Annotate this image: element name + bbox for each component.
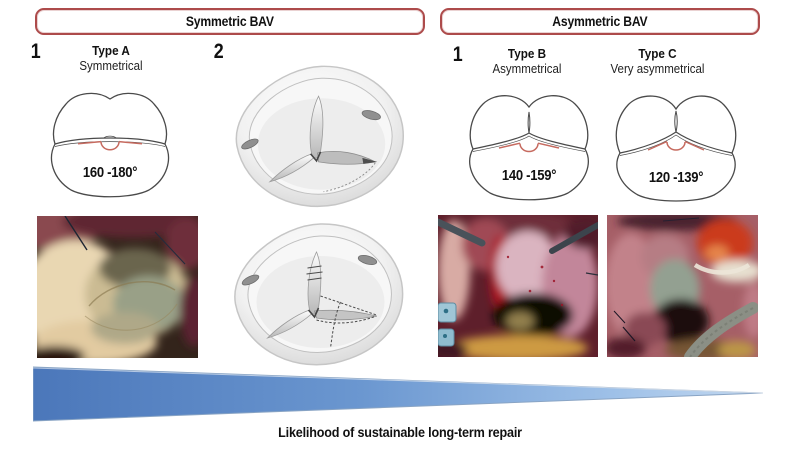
cannula-device xyxy=(438,302,457,347)
asymmetric-panel-1-number: 1 xyxy=(452,43,463,66)
type-a-angle: 160 -180° xyxy=(82,165,138,181)
valve-3d-drawing-top xyxy=(235,65,404,208)
photo-type-c xyxy=(607,215,758,357)
likelihood-gradient-arrow xyxy=(33,366,763,422)
raphe-spike xyxy=(674,110,678,133)
leaflet-ridge-left xyxy=(268,153,315,183)
coronary-ostium-left xyxy=(241,138,259,150)
header-symmetric-bav: Symmetric BAV xyxy=(35,8,425,35)
type-c-label: Type C Very asymmetrical xyxy=(590,46,725,77)
valve-3d-drawing-bottom-sutured xyxy=(234,223,404,366)
type-b-subtitle: Asymmetrical xyxy=(492,62,562,76)
type-a-title: Type A xyxy=(92,43,130,58)
valve-outline xyxy=(615,95,737,202)
type-a-subtitle: Symmetrical xyxy=(79,59,143,73)
valve-schematic-type-a xyxy=(50,92,170,198)
figure-caption: Likelihood of sustainable long-term repa… xyxy=(278,424,522,440)
commissural-angle-marker xyxy=(647,140,705,151)
retractor-instrument xyxy=(549,222,598,254)
type-b-title: Type B xyxy=(507,46,547,61)
commissural-angle-marker xyxy=(77,140,143,151)
header-asymmetric-label: Asymmetric BAV xyxy=(552,14,648,29)
symmetric-panel-1-number: 1 xyxy=(30,40,41,63)
closure-line xyxy=(472,132,586,150)
coronary-ostium-right xyxy=(357,255,378,265)
type-b-angle: 140 -159° xyxy=(501,168,557,184)
valve-schematic-type-b xyxy=(469,95,589,201)
symmetric-panel-2-number: 2 xyxy=(213,40,224,63)
retractor-instrument xyxy=(438,218,486,247)
valve-schematic-type-c xyxy=(615,95,737,202)
valve-outline xyxy=(469,95,589,201)
commissural-angle-marker xyxy=(498,142,560,153)
leaflet-ridge-left xyxy=(266,309,312,339)
photo-type-b xyxy=(438,215,598,357)
raphe-spike xyxy=(527,111,531,134)
leaflet-ridge-vertical xyxy=(309,95,324,159)
header-asymmetric-bav: Asymmetric BAV xyxy=(440,8,760,35)
header-symmetric-label: Symmetric BAV xyxy=(186,14,274,29)
commissure-v xyxy=(309,151,322,163)
photo-type-a xyxy=(37,216,198,358)
type-b-label: Type B Asymmetrical xyxy=(467,46,587,77)
commissure-v xyxy=(307,307,320,319)
closure-line xyxy=(54,137,166,145)
coronary-ostium-right xyxy=(361,110,381,121)
closure-line xyxy=(619,131,733,154)
coronary-ostium-left xyxy=(241,274,260,286)
type-a-label: Type A Symmetrical xyxy=(52,43,170,74)
suture-stitches xyxy=(306,265,377,349)
type-c-angle: 120 -139° xyxy=(648,170,704,186)
type-c-subtitle: Very asymmetrical xyxy=(610,62,705,76)
valve-outline xyxy=(50,92,170,198)
type-c-title: Type C xyxy=(638,46,677,61)
